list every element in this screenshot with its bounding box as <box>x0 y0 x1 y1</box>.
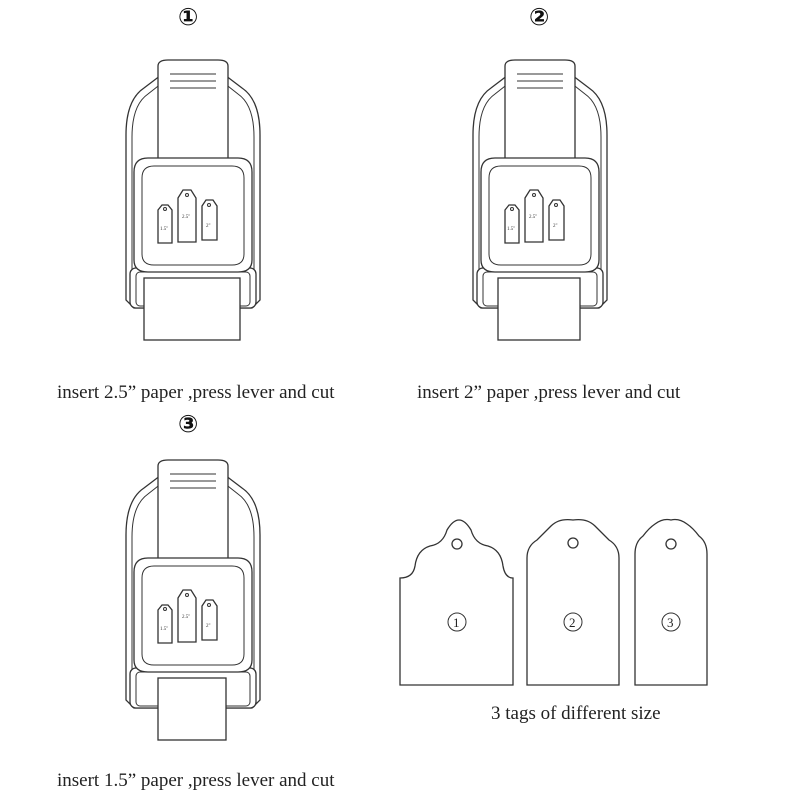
step-3-number: ③ <box>178 410 199 438</box>
size-label: 2" <box>206 224 211 229</box>
size-label: 1.5" <box>160 627 168 632</box>
tag-shapes-2: 1.5" 2.5" 2" <box>504 189 565 244</box>
paper-strip <box>143 277 241 341</box>
punch-tool-1: 1.5" 2.5" 2" <box>125 59 261 341</box>
punch-tool-3: 1.5" 2.5" 2" <box>125 459 261 741</box>
lever <box>504 59 576 171</box>
size-label: 2" <box>553 224 558 229</box>
tag-shapes-1: 1.5" 2.5" 2" <box>157 189 218 244</box>
step-1-caption: insert 2.5” paper ,press lever and cut <box>57 382 335 403</box>
tag-number: 3 <box>667 615 674 630</box>
tags-illustration: 1 2 3 <box>399 518 708 686</box>
step-3-caption: insert 1.5” paper ,press lever and cut <box>57 770 335 791</box>
paper-strip <box>157 677 227 741</box>
size-label: 2.5" <box>529 215 537 220</box>
size-label: 1.5" <box>507 227 515 232</box>
tag-number: 1 <box>453 615 460 630</box>
size-label: 2.5" <box>182 215 190 220</box>
tag-number: 2 <box>569 615 576 630</box>
size-label: 1.5" <box>160 227 168 232</box>
punch-tool-2: 1.5" 2.5" 2" <box>472 59 608 341</box>
tag-shapes-3: 1.5" 2.5" 2" <box>157 589 218 644</box>
size-label: 2" <box>206 624 211 629</box>
step-2-number: ② <box>529 3 550 31</box>
tags-caption: 3 tags of different size <box>491 703 661 724</box>
lever <box>157 459 229 571</box>
paper-strip <box>497 277 581 341</box>
lever <box>157 59 229 171</box>
tag-small: 3 <box>634 518 708 686</box>
tag-medium: 2 <box>526 518 620 686</box>
step-2-caption: insert 2” paper ,press lever and cut <box>417 382 681 403</box>
size-label: 2.5" <box>182 615 190 620</box>
tag-large: 1 <box>399 519 514 686</box>
step-1-number: ① <box>178 3 199 31</box>
